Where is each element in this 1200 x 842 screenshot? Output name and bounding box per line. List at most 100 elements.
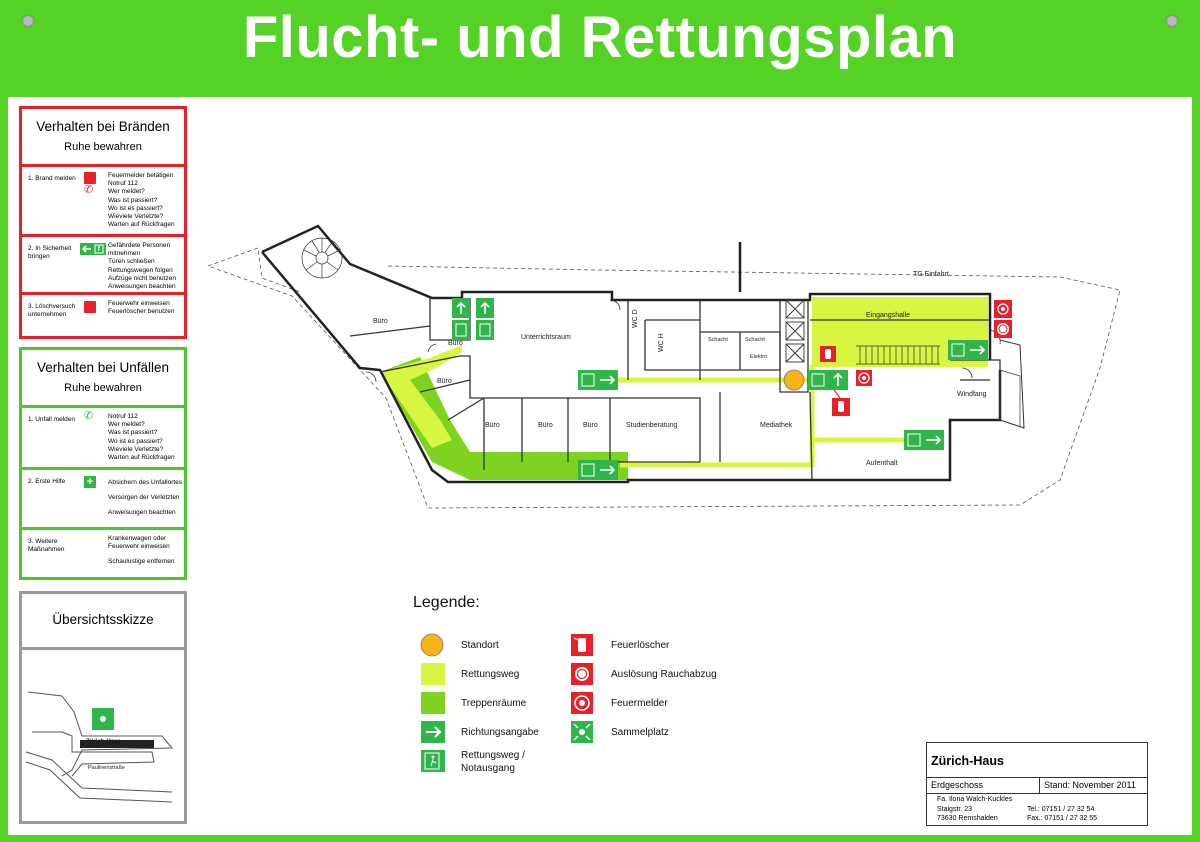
accident-step-2: 2. Erste Hilfe + Absichern des Unfallort… <box>22 470 184 530</box>
fire-step-1-text: Feuermelder betätigen Notruf 112 Wer mel… <box>108 172 188 229</box>
emergency-exit-icon <box>904 430 944 450</box>
legend-label: Auslösung Rauchabzug <box>611 669 717 680</box>
title-block-floor: Erdgeschoss <box>931 780 984 790</box>
fire-alarm-icon <box>856 370 872 386</box>
title-block-street: Staigstr. 23 <box>937 806 973 813</box>
fire-alarm-icon <box>994 300 1012 318</box>
plan-title: Flucht- und Rettungsplan <box>242 5 958 70</box>
arrow-up-icon <box>828 370 848 390</box>
room-label: Elektro <box>750 354 768 360</box>
room-label: Unterrichtsraum <box>521 334 571 341</box>
room-label: Schacht <box>745 337 765 343</box>
accident-step-3-label: 3. Weitere Maßnahmen <box>28 538 65 554</box>
text-line: Wo ist es passiert? <box>108 437 163 445</box>
room-label: Mediathek <box>760 422 793 429</box>
legend-label: Richtungsangabe <box>461 727 539 738</box>
room-label: WC H <box>658 333 665 352</box>
accident-panel-header: Verhalten bei Unfällen Ruhe bewahren <box>22 350 184 408</box>
title-block-city: 73630 Remshalden <box>937 815 998 822</box>
fire-extinguisher-icon <box>832 398 850 416</box>
text-line: Feuerwehr einweisen <box>108 300 170 307</box>
room-label: TG Einfahrt <box>913 271 949 278</box>
fire-step-3: 3. Löschversuch unternehmen Feuerwehr ei… <box>22 295 184 335</box>
fire-alarm-icon <box>84 172 96 184</box>
assembly-point-icon <box>571 721 593 743</box>
legend-treppenraeume-swatch <box>421 692 445 714</box>
legend-label: Feuermelder <box>611 698 668 709</box>
room-label: Eingangshalle <box>866 312 910 319</box>
text-line: Rettungswegen folgen <box>108 266 173 274</box>
fire-panel-heading: Verhalten bei Bränden <box>36 119 170 134</box>
room-label: Studienberatung <box>626 422 678 429</box>
overview-sketch <box>25 691 174 803</box>
phone-icon: ✆ <box>84 410 94 422</box>
room-label: Büro <box>538 422 553 429</box>
room-label: Büro <box>448 340 463 347</box>
spiral-staircase <box>301 237 343 279</box>
legend-label: Sammelplatz <box>611 727 669 738</box>
legend-label: Rettungsweg / <box>461 750 525 761</box>
room-label: WC D <box>632 309 639 328</box>
emergency-exit-icon <box>578 460 618 480</box>
title-block-fax: Fax.: 07151 / 27 32 55 <box>1027 815 1098 822</box>
room-label: Büro <box>485 422 500 429</box>
text-line: Anweisungen beachten <box>108 283 176 291</box>
text-line: Was ist passiert? <box>108 429 158 437</box>
room-label: Windfang <box>957 391 987 398</box>
fire-alarm-icon <box>571 692 593 714</box>
emergency-exit-icon <box>421 750 445 772</box>
legend-standort-swatch <box>420 633 444 657</box>
fire-behaviour-panel: Verhalten bei Bränden Ruhe bewahren 1. B… <box>19 106 187 339</box>
overview-heading: Übersichtsskizze <box>22 594 184 650</box>
text-line: Notruf 112 <box>108 180 138 188</box>
accident-behaviour-panel: Verhalten bei Unfällen Ruhe bewahren 1. … <box>19 347 187 580</box>
fire-extinguisher-icon <box>84 301 96 313</box>
text-line: Warten auf Rückfragen <box>108 454 175 462</box>
text-line: Was ist passiert? <box>108 196 158 204</box>
accident-step-2-text: Absichern des Unfallortes Versorgen der … <box>108 475 188 520</box>
fire-step-3-text: Feuerwehr einweisen Feuerlöscher benutze… <box>108 300 188 316</box>
room-label: Büro <box>437 378 452 385</box>
emergency-exit-icon <box>452 320 470 340</box>
title-block-building: Zürich-Haus <box>931 754 1004 768</box>
accident-panel-subheading: Ruhe bewahren <box>64 382 142 394</box>
overview-panel: Übersichtsskizze Zürich-Haus Paulinenstr… <box>19 591 187 824</box>
title-block-phone: Tel.: 07151 / 27 32 54 <box>1027 806 1095 813</box>
overview-building-label: Zürich-Haus <box>86 739 122 745</box>
emergency-exit-icon <box>452 298 470 318</box>
overview-street-label: Paulinenstraße <box>88 765 125 771</box>
text-line: Aufzüge nicht benutzen <box>108 274 176 282</box>
room-label: Büro <box>373 318 388 325</box>
fire-panel-header: Verhalten bei Bränden Ruhe bewahren <box>22 109 184 167</box>
screw <box>1166 15 1178 27</box>
room-label: Büro <box>583 422 598 429</box>
you-are-here-marker <box>783 369 805 391</box>
text-line: Absichern des Unfallortes <box>108 479 183 486</box>
legend-label: Feuerlöscher <box>611 640 670 651</box>
text-line: Wieviele Verletzte? <box>108 213 164 221</box>
text-line: Türen schließen <box>108 258 155 266</box>
text-line: Warten auf Rückfragen <box>108 221 175 229</box>
fire-step-2-label: 2. In Sicherheit bringen <box>28 245 72 261</box>
escape-route-corridor <box>380 357 628 480</box>
accident-step-2-label: 2. Erste Hilfe <box>28 478 66 485</box>
text-line: Krankenwagen oder <box>108 535 167 542</box>
escape-route-corridor <box>380 345 462 448</box>
legend-label: Rettungsweg <box>461 669 520 680</box>
accident-step-3-text: Krankenwagen oder Feuerwehr einweisen Sc… <box>108 535 188 567</box>
screw <box>22 15 34 27</box>
emergency-exit-icon <box>578 370 618 390</box>
legend-label: Treppenräume <box>461 698 527 709</box>
accident-panel-heading: Verhalten bei Unfällen <box>36 360 170 375</box>
text-line: Feuerlöscher benutzen <box>108 308 175 316</box>
legend-rettungsweg-swatch <box>421 663 445 685</box>
fire-extinguisher-icon <box>571 634 593 656</box>
text-line: Gefährdete Personen <box>108 242 171 249</box>
text-line: Feuermelder betätigen <box>108 172 174 179</box>
emergency-exit-icon <box>80 243 106 258</box>
emergency-exit-icon <box>476 298 494 318</box>
accident-step-1-label: 1. Unfall melden <box>28 416 75 423</box>
text-line: Feuerwehr einweisen <box>108 543 170 551</box>
smoke-vent-icon <box>994 320 1012 338</box>
